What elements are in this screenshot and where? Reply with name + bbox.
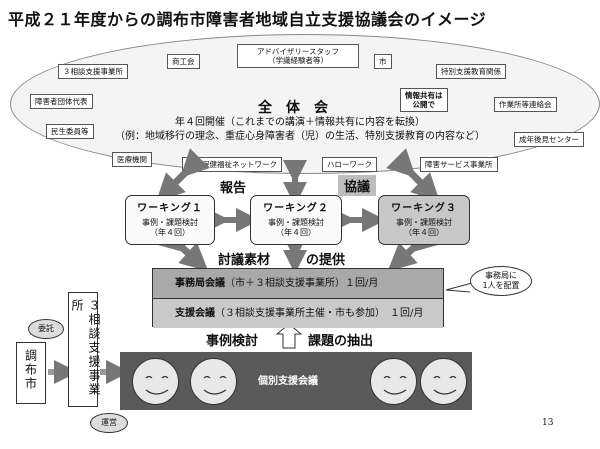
- office-meeting-row: 事務局会議（市＋３相談支援事業所）１回/月: [153, 269, 443, 299]
- member-disability-groups: 障害者団体代表: [30, 94, 93, 109]
- person-face-icon: [132, 358, 179, 405]
- page-number: 13: [542, 418, 554, 428]
- consult-label: ３相談支援事業所: [70, 299, 101, 397]
- extract-label: 課題の抽出: [308, 334, 374, 349]
- member-medical: 医療機関: [112, 152, 152, 167]
- member-consult-offices: ３相談支援事業所: [58, 64, 128, 79]
- arrow-wg1-office: [158, 224, 209, 272]
- arrow-band-support: [275, 323, 303, 349]
- member-work-places: 作業所等連絡会: [494, 97, 557, 112]
- discussion-label: 協議: [338, 175, 377, 196]
- meetings-box: 事務局会議（市＋３相談支援事業所）１回/月 支援会議（３相談支援事業所主催・市も…: [152, 268, 444, 328]
- arrow-plenary-wg3: [386, 148, 440, 202]
- report-label: 報告: [220, 181, 247, 196]
- member-advisor: アドバイザリースタッフ（学識経験者等）: [237, 44, 359, 68]
- arrow-plenary-wg1: [156, 148, 210, 202]
- consult-box: ３相談支援事業所: [68, 292, 101, 407]
- working-group-1: ワーキング１ 事例・課題検討 （年４回）: [125, 195, 215, 245]
- individual-meeting-label: 個別支援会議: [258, 376, 318, 387]
- public-note: 情報共有は公開で: [400, 88, 448, 112]
- city-box: 調布市: [16, 342, 46, 404]
- plenary-line1: 年４回開催（これまでの講演＋情報共有に内容を転換）: [175, 117, 425, 128]
- member-hello-work: ハローワーク: [322, 157, 377, 172]
- arrow-wg3-office: [387, 224, 438, 272]
- person-face-icon: [190, 358, 237, 405]
- support-meeting-detail: （３相談支援事業所主催・市も参加） １回/月: [215, 308, 424, 319]
- plenary-title: 全体会: [258, 100, 342, 116]
- working-group-2: ワーキング２ 事例・課題検討 （年４回）: [250, 195, 342, 245]
- provide-label: の提供: [306, 253, 346, 268]
- office-meeting-detail: （市＋３相談支援事業所）１回/月: [225, 278, 379, 289]
- working-group-3: ワーキング３ 事例・課題検討 （年４回）: [378, 195, 470, 245]
- member-commerce: 商工会: [167, 54, 200, 69]
- person-face-icon: [420, 358, 467, 405]
- person-face-icon: [370, 358, 417, 405]
- member-welfare-commissioners: 民生委員等: [46, 124, 94, 139]
- page-title: 平成２１年度からの調布市障害者地域自立支援協議会のイメージ: [8, 10, 487, 29]
- entrust-bubble: 委託: [28, 319, 64, 339]
- support-meeting-row: 支援会議（３相談支援事業所主催・市も参加） １回/月: [153, 299, 443, 328]
- plenary-line2: （例：地域移行の理念、重症心身障害者（児）の生活、特別支援教育の内容など）: [115, 131, 485, 142]
- member-guardianship: 成年後見センター: [514, 132, 584, 147]
- member-city: 市: [374, 54, 392, 69]
- city-label: 調布市: [23, 349, 38, 391]
- support-meeting-name: 支援会議: [175, 308, 215, 319]
- office-meeting-name: 事務局会議: [175, 278, 225, 289]
- case-study-label: 事例検討: [206, 334, 259, 349]
- member-special-edu: 特別支援教育関係: [436, 64, 506, 79]
- operate-bubble: 運営: [90, 413, 128, 433]
- note-tail: [445, 282, 473, 293]
- materials-label: 討議素材: [218, 253, 271, 268]
